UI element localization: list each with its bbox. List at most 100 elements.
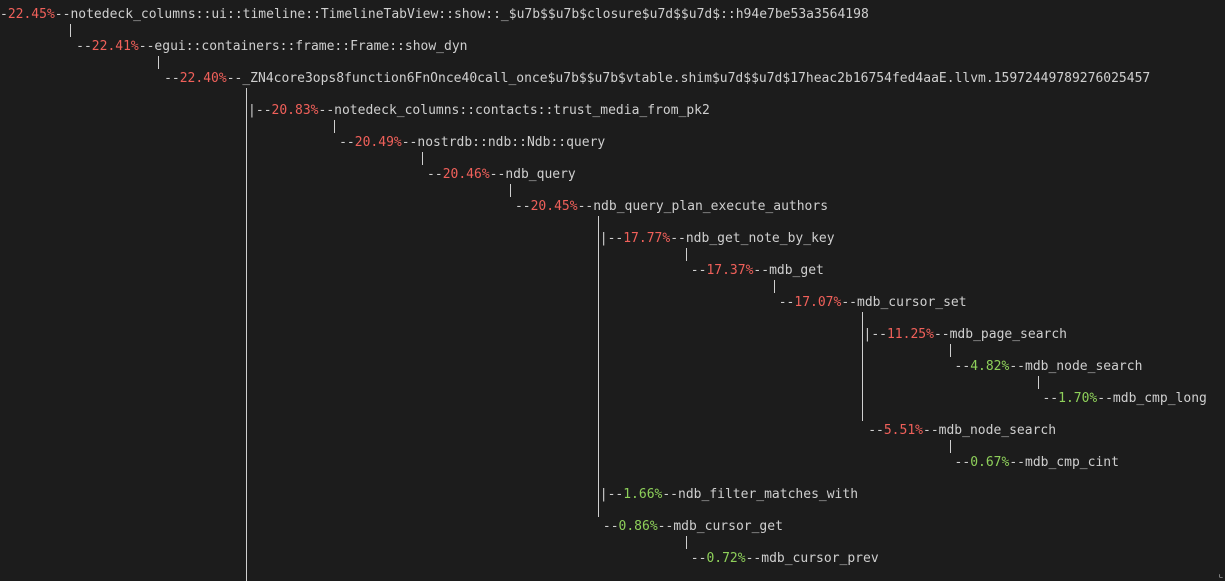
tree-connector: -- [339, 135, 355, 150]
percentage-value: 22.40% [179, 71, 227, 86]
tree-guide-line [334, 120, 335, 133]
tree-guide-line [950, 440, 951, 453]
call-graph-row[interactable]: --17.07%--mdb_cursor_set [779, 295, 967, 311]
function-symbol: mdb_get [769, 263, 824, 278]
call-graph-row[interactable]: |--11.25%--mdb_page_search [864, 327, 1068, 343]
resize-corner-icon: ⌞ [1217, 569, 1224, 580]
function-symbol: egui::containers::frame::Frame::show_dyn [154, 39, 468, 54]
percentage-value: 17.37% [706, 263, 754, 278]
tree-guide-line [598, 216, 599, 517]
tree-connector: -- [607, 487, 624, 502]
call-graph-row[interactable]: --5.51%--mdb_node_search [868, 423, 1056, 439]
function-symbol: mdb_cmp_long [1112, 391, 1207, 406]
tree-separator: -- [841, 295, 857, 310]
function-symbol: mdb_page_search [949, 327, 1068, 342]
function-symbol: ndb_query [505, 167, 576, 182]
percentage-value: 0.72% [706, 551, 746, 566]
tree-connector: -- [868, 423, 884, 438]
percentage-value: 20.46% [442, 167, 490, 182]
tree-separator: -- [657, 519, 674, 534]
call-graph-row[interactable]: --0.72%--mdb_cursor_prev [691, 551, 879, 567]
function-symbol: notedeck_columns::ui::timeline::Timeline… [70, 7, 869, 22]
function-symbol: mdb_cursor_prev [761, 551, 879, 566]
tree-branch-glyph: | [863, 327, 872, 342]
tree-connector: -- [1042, 391, 1059, 406]
call-graph-row[interactable]: --1.70%--mdb_cmp_long [1042, 391, 1206, 407]
tree-connector: -- [607, 231, 624, 246]
percentage-value: 0.67% [970, 455, 1010, 470]
tree-connector: -- [954, 455, 971, 470]
call-graph-row[interactable]: --0.67%--mdb_cmp_cint [955, 455, 1119, 471]
call-graph-row[interactable]: |--1.66%--ndb_filter_matches_with [600, 487, 858, 503]
percentage-value: 22.45% [7, 7, 55, 22]
function-symbol: mdb_node_search [1025, 359, 1143, 374]
call-graph-row[interactable]: --22.40%--_ZN4core3ops8function6FnOnce40… [164, 71, 1150, 87]
call-graph-row[interactable]: --0.86%--mdb_cursor_get [603, 519, 783, 535]
tree-separator: -- [923, 423, 939, 438]
tree-connector: -- [164, 71, 180, 86]
call-graph-row[interactable]: --20.46%--ndb_query [427, 167, 576, 183]
function-symbol: mdb_cursor_get [673, 519, 783, 534]
percentage-value: 17.77% [623, 231, 671, 246]
percentage-value: 4.82% [970, 359, 1010, 374]
call-graph-row[interactable]: |--17.77%--ndb_get_note_by_key [600, 231, 835, 247]
call-graph-row[interactable]: --20.45%--ndb_query_plan_execute_authors [515, 199, 828, 215]
tree-connector: -- [76, 39, 92, 54]
tree-separator: -- [138, 39, 155, 54]
tree-separator: -- [1009, 359, 1025, 374]
tree-connector: -- [778, 295, 795, 310]
tree-guide-line [510, 184, 511, 197]
tree-separator: -- [226, 71, 243, 86]
tree-separator: -- [401, 135, 418, 150]
call-graph-row[interactable]: -22.45%--notedeck_columns::ui::timeline:… [0, 7, 869, 23]
tree-branch-glyph: | [248, 103, 256, 118]
call-graph-row[interactable]: |--20.83%--notedeck_columns::contacts::t… [248, 103, 710, 119]
tree-separator: -- [54, 7, 71, 22]
percentage-value: 20.83% [271, 103, 319, 118]
tree-connector: - [0, 7, 8, 22]
tree-connector: -- [954, 359, 971, 374]
percentage-value: 22.41% [91, 39, 139, 54]
tree-separator: -- [753, 263, 770, 278]
tree-connector: -- [690, 551, 707, 566]
tree-connector: -- [427, 167, 443, 182]
function-symbol: mdb_node_search [938, 423, 1057, 438]
tree-guide-line [862, 312, 863, 421]
function-symbol: mdb_cursor_set [857, 295, 967, 310]
function-symbol: ndb_get_note_by_key [685, 231, 835, 246]
tree-guide-line [774, 280, 775, 293]
percentage-value: 11.25% [886, 327, 934, 342]
call-graph-row[interactable]: --20.49%--nostrdb::ndb::Ndb::query [339, 135, 605, 151]
tree-separator: -- [745, 551, 762, 566]
percentage-value: 20.49% [354, 135, 402, 150]
tree-separator: -- [1097, 391, 1113, 406]
tree-separator: -- [670, 231, 686, 246]
function-symbol: notedeck_columns::contacts::trust_media_… [334, 103, 710, 118]
function-symbol: ndb_query_plan_execute_authors [593, 199, 829, 214]
percentage-value: 1.70% [1058, 391, 1098, 406]
tree-guide-line [158, 56, 159, 69]
function-symbol: nostrdb::ndb::Ndb::query [417, 135, 606, 150]
percentage-value: 17.07% [794, 295, 842, 310]
tree-branch-glyph: | [599, 231, 608, 246]
percentage-value: 5.51% [883, 423, 923, 438]
tree-guide-line [70, 24, 71, 37]
tree-connector: -- [514, 199, 531, 214]
percentage-value: 0.86% [618, 519, 658, 534]
function-symbol: _ZN4core3ops8function6FnOnce40call_once$… [242, 71, 1151, 86]
tree-separator: -- [662, 487, 679, 502]
tree-connector: -- [871, 327, 887, 342]
percentage-value: 1.66% [623, 487, 663, 502]
function-symbol: ndb_filter_matches_with [678, 487, 859, 502]
percentage-value: 20.45% [530, 199, 578, 214]
tree-connector: -- [690, 263, 707, 278]
tree-connector: -- [255, 103, 272, 118]
call-graph-row[interactable]: --22.41%--egui::containers::frame::Frame… [76, 39, 467, 55]
call-graph-row[interactable]: --17.37%--mdb_get [691, 263, 824, 279]
tree-guide-line [950, 344, 951, 357]
tree-separator: -- [933, 327, 950, 342]
tree-connector: -- [602, 519, 619, 534]
tree-separator: -- [318, 103, 335, 118]
tree-guide-line [686, 248, 687, 261]
call-graph-row[interactable]: --4.82%--mdb_node_search [955, 359, 1143, 375]
